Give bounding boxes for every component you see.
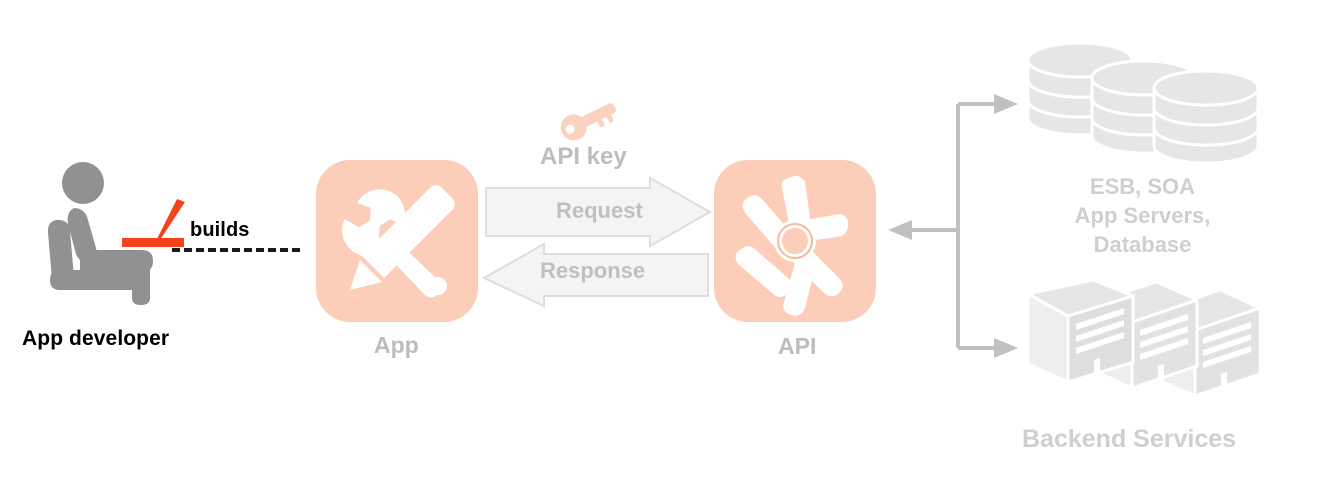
key-icon	[560, 103, 616, 141]
api-label: API	[778, 333, 817, 359]
datastore-label-line-3: Database	[1093, 232, 1192, 257]
builds-dashed-line	[172, 248, 300, 252]
api-key-node	[558, 100, 620, 145]
request-arrow-label: Request	[556, 198, 643, 223]
backend-services-label: Backend Services	[1022, 425, 1237, 453]
app-label: App	[374, 332, 419, 358]
api-hub-star-icon	[735, 175, 849, 316]
seated-developer-with-laptop-icon	[47, 162, 185, 305]
arrowhead-to-datastores	[994, 94, 1018, 114]
servers-node	[1020, 278, 1265, 405]
wrench-and-pencil-icon	[342, 185, 455, 298]
app-node-tile[interactable]	[316, 160, 478, 322]
datastore-label-line-2: App Servers,	[1074, 203, 1211, 228]
datastore-label-line-1: ESB, SOA	[1089, 174, 1196, 199]
developer-label: App developer	[22, 327, 170, 350]
arrowhead-to-servers	[994, 338, 1018, 358]
response-arrow-label: Response	[540, 258, 646, 283]
api-key-label: API key	[540, 143, 627, 170]
api-node-tile[interactable]	[714, 160, 876, 322]
datastore-label: ESB, SOA App Servers, Database	[1020, 172, 1265, 259]
arrowhead-to-api	[888, 220, 912, 240]
datastore-node	[1020, 36, 1265, 166]
developer-node	[40, 158, 190, 313]
server-racks-icon	[1023, 278, 1262, 399]
builds-edge-label: builds	[190, 219, 250, 241]
database-stack-icon	[1026, 41, 1260, 165]
request-arrow	[484, 176, 714, 253]
response-arrow	[480, 236, 710, 313]
backend-connectors	[888, 90, 1023, 370]
